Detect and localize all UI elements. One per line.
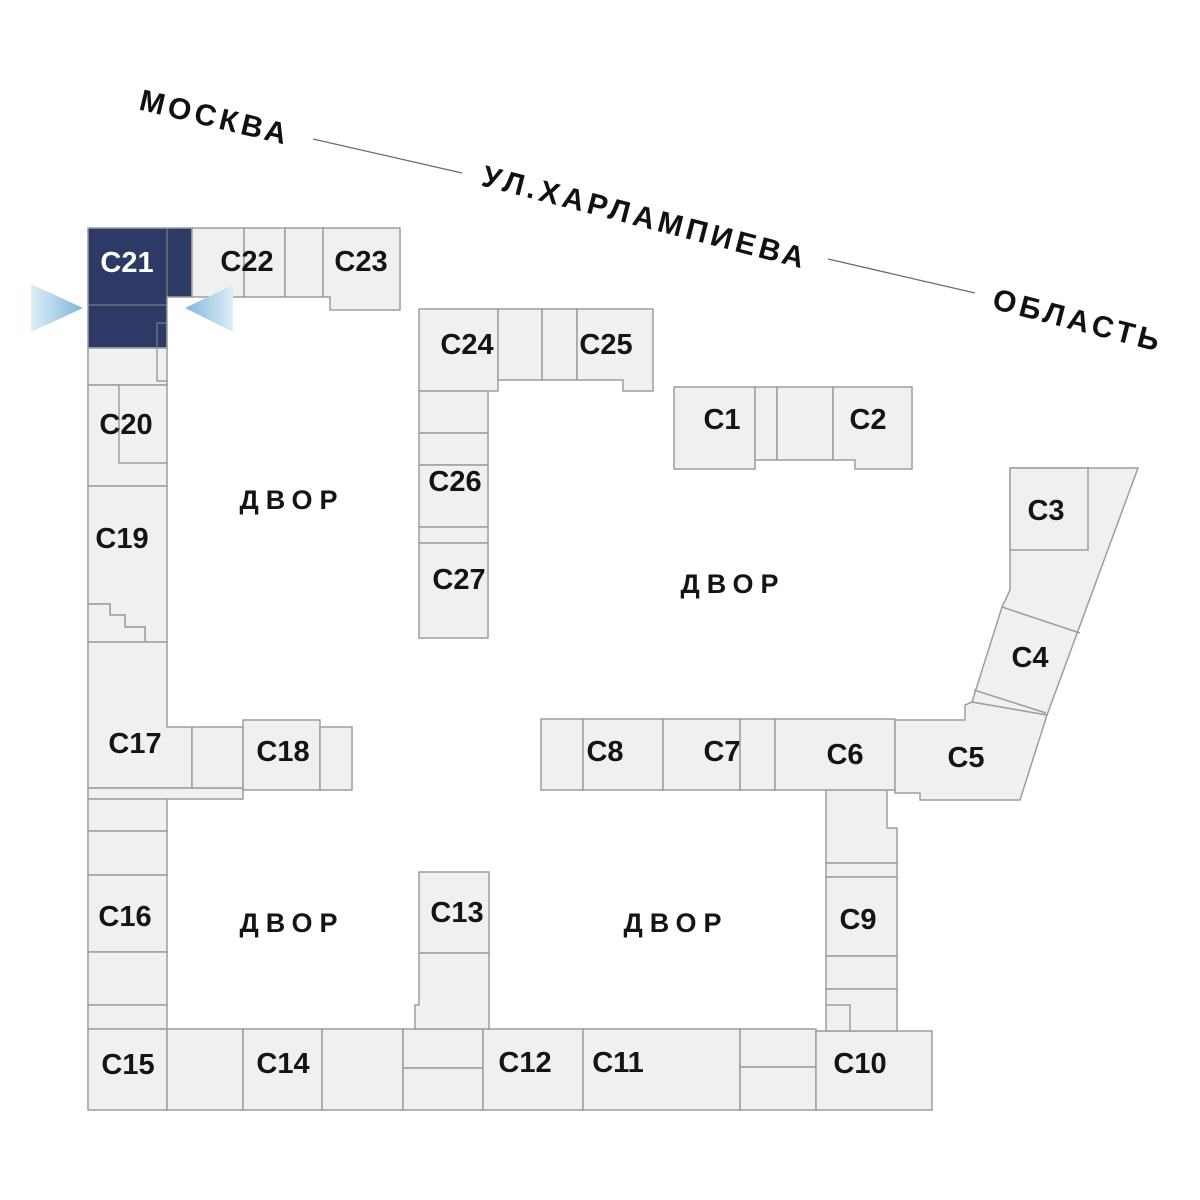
building-section xyxy=(825,955,898,990)
building-label-c8: С8 xyxy=(586,736,623,768)
building-section xyxy=(739,1066,817,1111)
building-section xyxy=(87,787,244,800)
building-label-c25: С25 xyxy=(579,329,632,361)
building-c10[interactable] xyxy=(815,1030,933,1111)
building-label-c6: С6 xyxy=(826,739,863,771)
building-label-c9: С9 xyxy=(839,904,876,936)
building-label-c5: С5 xyxy=(947,742,984,774)
building-label-c2: С2 xyxy=(849,404,886,436)
building-label-c14: С14 xyxy=(256,1048,309,1080)
building-c22[interactable] xyxy=(191,227,245,298)
arrow-east-icon xyxy=(185,285,233,332)
building-section xyxy=(825,789,898,864)
building-section xyxy=(402,1067,484,1111)
courtyard-label: ДВОР xyxy=(680,569,785,599)
building-label-c4: С4 xyxy=(1011,642,1048,674)
building-section xyxy=(825,988,898,1032)
building-label-c16: С16 xyxy=(98,901,151,933)
building-section xyxy=(541,308,578,381)
building-c11[interactable] xyxy=(582,1028,741,1111)
courtyard-label: ДВОР xyxy=(623,908,728,938)
building-c25[interactable] xyxy=(576,308,654,392)
building-c27[interactable] xyxy=(418,542,489,639)
building-c8[interactable] xyxy=(582,718,664,791)
building-c5[interactable] xyxy=(894,701,1048,801)
building-label-c18: С18 xyxy=(256,736,309,768)
building-c6[interactable] xyxy=(774,718,896,791)
building-label-c24: С24 xyxy=(440,329,493,361)
building-label-c22: С22 xyxy=(220,246,273,278)
building-c21-divider xyxy=(88,228,168,306)
building-c7[interactable] xyxy=(662,718,741,791)
building-label-c21: С21 xyxy=(100,247,153,279)
building-section xyxy=(754,386,778,461)
building-section xyxy=(418,432,489,466)
building-section xyxy=(739,718,776,791)
building-label-c15: С15 xyxy=(101,1049,154,1081)
building-label-c17: С17 xyxy=(108,728,161,760)
building-section-divider xyxy=(156,348,167,382)
building-c14[interactable] xyxy=(242,1028,323,1111)
building-label-c27: С27 xyxy=(432,564,485,596)
courtyard-label: ДВОР xyxy=(239,908,344,938)
building-c23[interactable] xyxy=(322,227,401,311)
building-section xyxy=(418,526,489,544)
building-section-divider xyxy=(826,1004,851,1031)
building-label-c7: С7 xyxy=(703,736,740,768)
street-label-moscow: МОСКВА xyxy=(136,84,294,152)
building-wing-divider xyxy=(973,689,1047,714)
building-c24[interactable] xyxy=(418,308,499,392)
building-section xyxy=(418,390,489,434)
building-section xyxy=(739,1028,817,1068)
building-label-c20: С20 xyxy=(99,409,152,441)
building-c17[interactable] xyxy=(87,641,193,789)
building-label-c1: С1 xyxy=(703,404,740,436)
building-section xyxy=(321,1028,404,1111)
building-label-c19: С19 xyxy=(95,523,148,555)
building-c12[interactable] xyxy=(482,1028,584,1111)
building-section xyxy=(402,1028,484,1069)
building-section xyxy=(776,386,834,461)
building-section xyxy=(191,726,244,789)
building-section xyxy=(166,1028,244,1111)
building-section xyxy=(87,347,168,386)
building-section xyxy=(87,830,168,876)
street-line xyxy=(827,258,976,294)
courtyard-label: ДВОР xyxy=(239,485,344,515)
building-label-c12: С12 xyxy=(498,1047,551,1079)
building-section xyxy=(284,227,324,298)
building-section xyxy=(87,1004,168,1030)
building-section xyxy=(87,798,168,832)
building-label-c13: С13 xyxy=(430,897,483,929)
building-c22-section xyxy=(243,227,286,298)
building-label-c3: С3 xyxy=(1027,495,1064,527)
building-c2[interactable] xyxy=(832,386,913,470)
building-c9[interactable] xyxy=(825,876,898,957)
building-c21[interactable] xyxy=(87,227,193,349)
building-section xyxy=(414,952,490,1030)
building-section xyxy=(497,308,543,381)
building-label-c10: С10 xyxy=(833,1048,886,1080)
building-section xyxy=(319,726,353,791)
building-section xyxy=(540,718,584,791)
building-label-c26: С26 xyxy=(428,466,481,498)
building-label-c23: С23 xyxy=(334,246,387,278)
building-c20[interactable] xyxy=(87,384,168,487)
building-section xyxy=(825,862,898,878)
building-c16[interactable] xyxy=(87,874,168,953)
arrow-west-icon xyxy=(31,284,83,332)
street-label-oblast: ОБЛАСТЬ xyxy=(989,283,1167,359)
building-c15[interactable] xyxy=(87,1028,168,1111)
building-wing-divider xyxy=(1001,606,1081,634)
building-c13[interactable] xyxy=(418,871,490,954)
building-label-c11: С11 xyxy=(592,1047,644,1079)
street-line xyxy=(312,138,463,174)
street-label-kharlampieva: УЛ.ХАРЛАМПИЕВА xyxy=(479,160,812,276)
building-section xyxy=(87,951,168,1006)
building-c20-divider xyxy=(118,385,167,464)
building-c3[interactable] xyxy=(1009,467,1089,551)
